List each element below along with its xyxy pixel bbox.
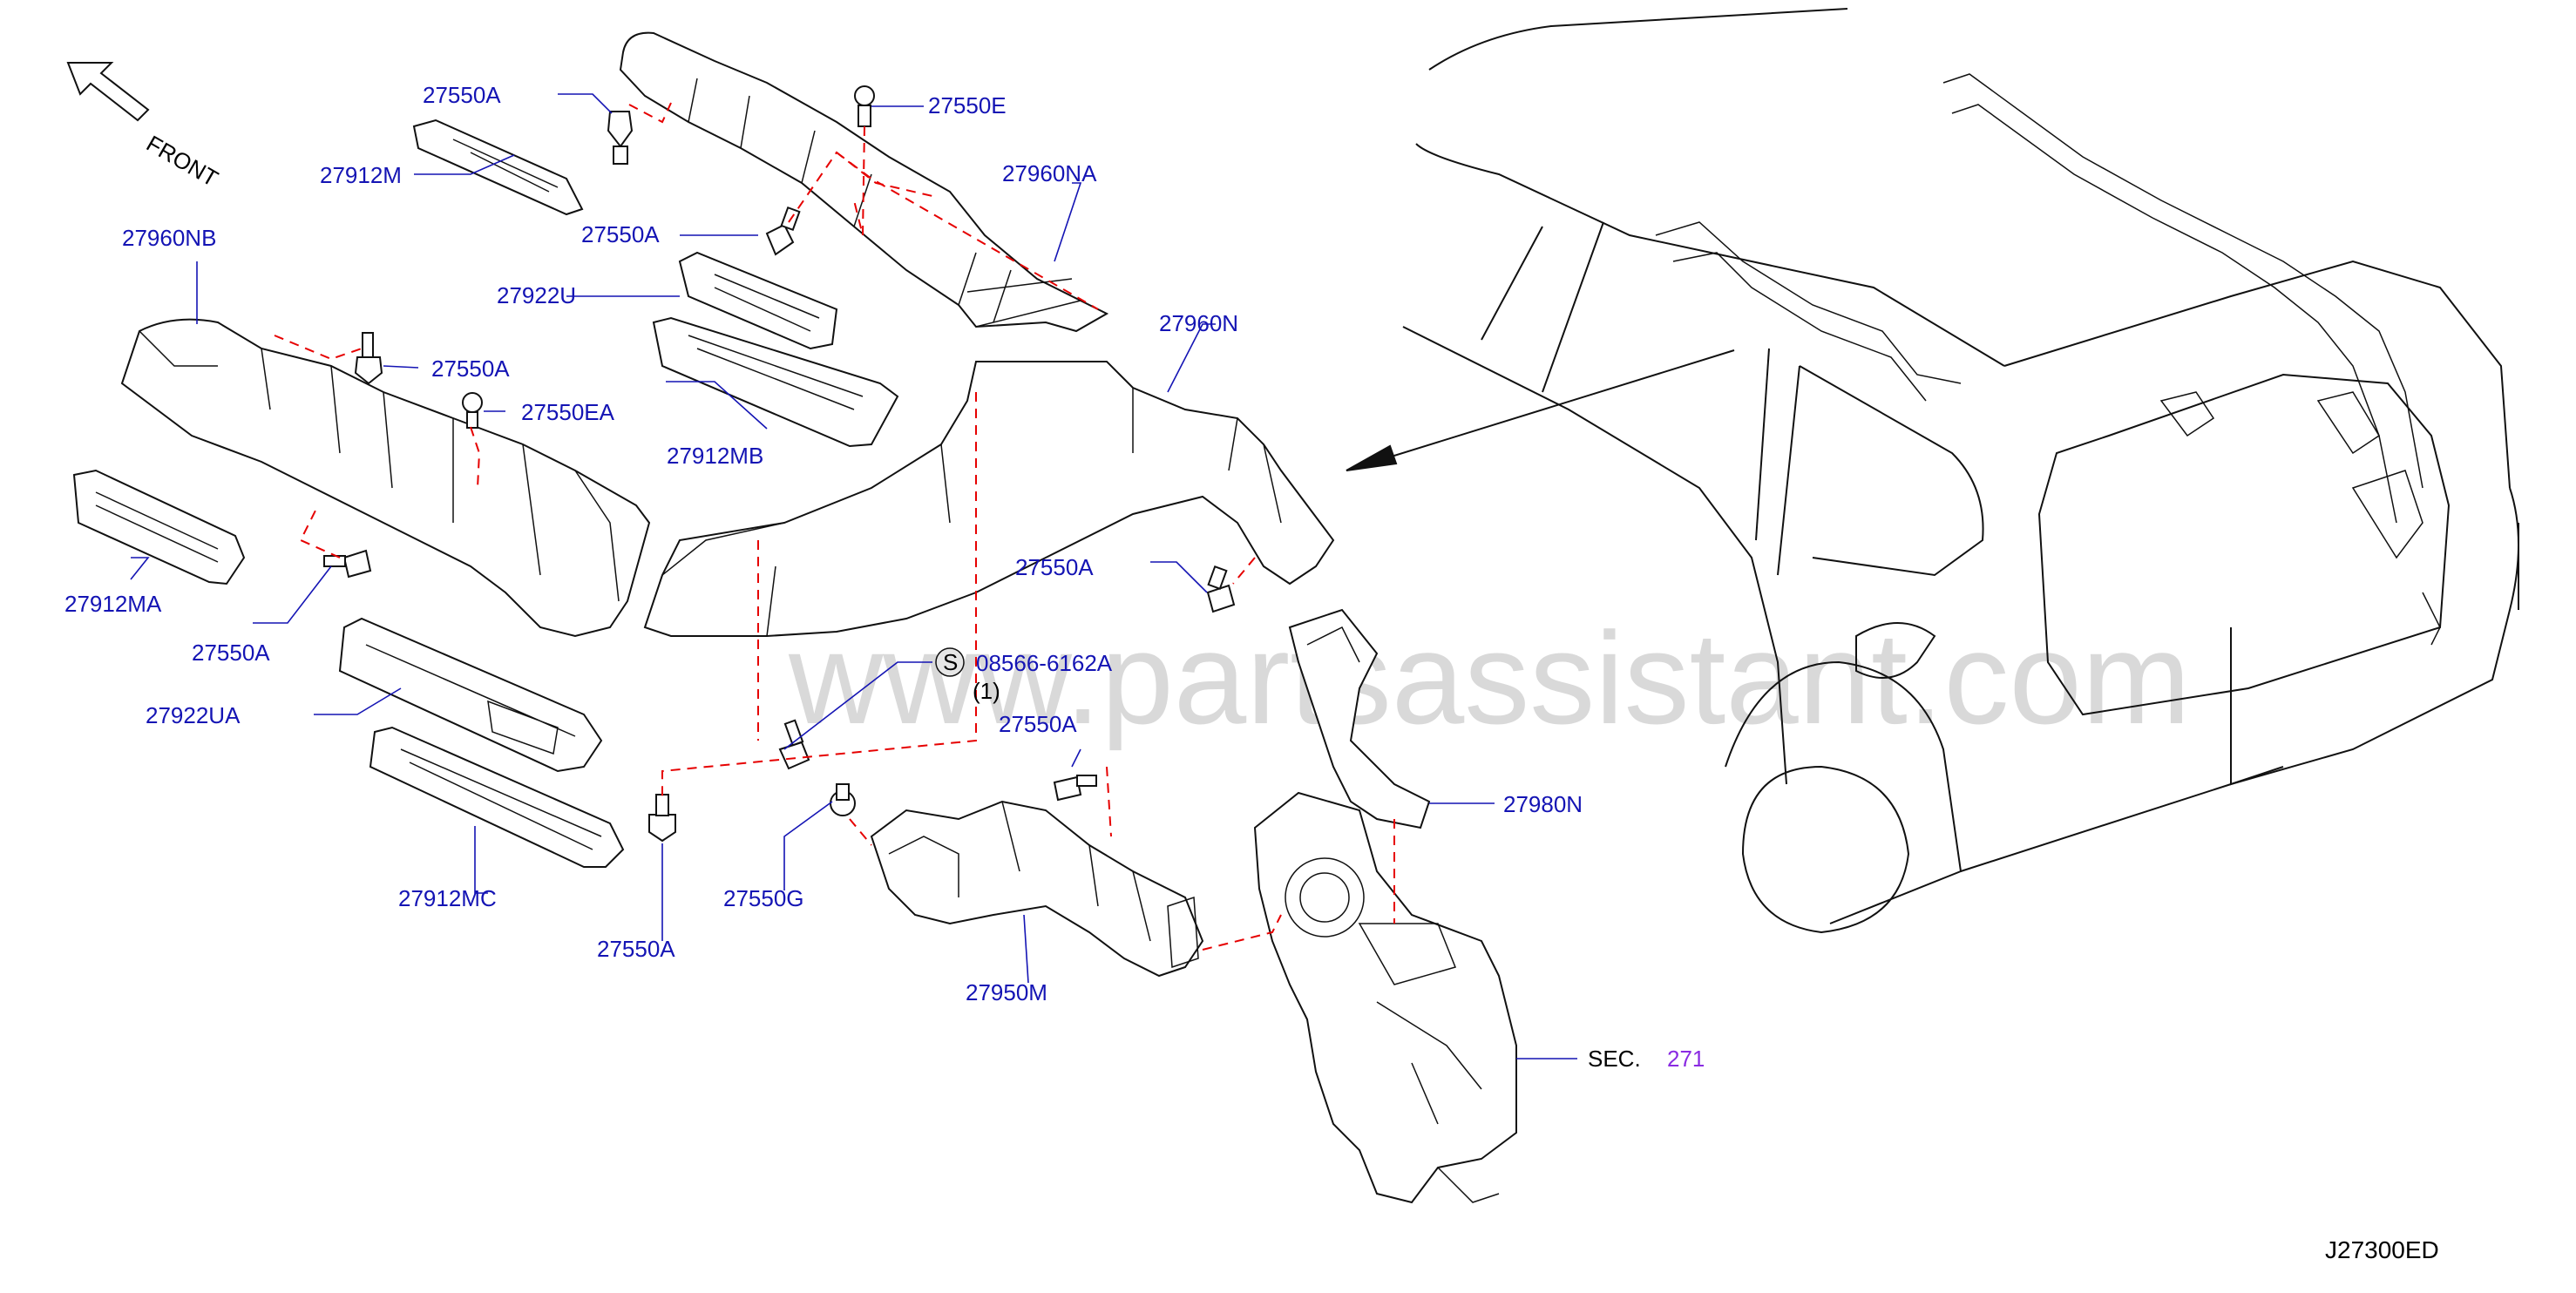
label-27960na: 27960NA <box>1002 160 1097 186</box>
label-27550a-4: 27550A <box>1015 554 1094 580</box>
label-27912mb: 27912MB <box>667 443 763 469</box>
screw-symbol-icon <box>935 647 965 677</box>
duct-27960n <box>643 361 1335 637</box>
leader-lines <box>130 93 1577 1059</box>
grille-27912mc <box>369 726 625 868</box>
label-27550a-3: 27550A <box>431 355 510 382</box>
label-27922ua: 27922UA <box>146 702 241 728</box>
label-27550ea: 27550EA <box>521 399 615 425</box>
clip-27550e <box>854 85 875 127</box>
diagram-code: J27300ED <box>2325 1236 2439 1263</box>
grille-27912mb <box>652 316 899 448</box>
front-label: FRONT <box>142 130 223 192</box>
grille-27912m <box>412 118 584 216</box>
grille-27912ma <box>72 469 246 586</box>
label-27550e: 27550E <box>928 92 1007 118</box>
register-27922u <box>678 251 838 350</box>
front-arrow-icon <box>66 62 150 122</box>
label-27912ma: 27912MA <box>64 591 162 617</box>
label-27912mc: 27912MC <box>398 885 497 911</box>
label-27960nb: 27960NB <box>122 225 216 251</box>
clip-27550a-top <box>607 111 634 165</box>
label-27912m: 27912M <box>320 162 402 188</box>
label-27550a-5: 27550A <box>192 640 270 666</box>
clip-27550a-bottom <box>648 794 676 843</box>
assembly-lines <box>274 102 1395 951</box>
blower-unit <box>1253 791 1517 1204</box>
label-27550a-1: 27550A <box>423 82 501 108</box>
label-27980n: 27980N <box>1503 791 1583 817</box>
label-27550g: 27550G <box>723 885 804 911</box>
sec-number: 271 <box>1667 1046 1705 1072</box>
clip-27550a-nb <box>354 332 383 385</box>
duct-27960nb <box>120 318 651 638</box>
label-27922u: 27922U <box>497 282 576 308</box>
location-arrow-icon <box>1346 349 1735 471</box>
duct-27980n <box>1288 608 1431 829</box>
sec-label: SEC. <box>1588 1046 1641 1072</box>
label-27960n: 27960N <box>1159 310 1238 336</box>
clip-27550a-lower <box>1053 775 1097 802</box>
label-27550a-2: 27550A <box>581 221 660 247</box>
label-27550a-6: 27550A <box>999 711 1077 737</box>
label-27950m: 27950M <box>966 979 1047 1005</box>
watermark: www.partsassistant.com <box>788 605 2191 751</box>
screw-symbol-text: S <box>943 649 958 675</box>
screw-quantity: (1) <box>973 678 1000 704</box>
vehicle-outline <box>1402 8 2519 934</box>
duct-27950m <box>870 800 1204 978</box>
clip-27550a-right <box>1206 565 1236 613</box>
clip-27550a-left <box>323 549 372 579</box>
register-27922ua <box>338 617 603 773</box>
clip-27550g <box>830 783 856 816</box>
label-27550a-7: 27550A <box>597 936 675 962</box>
label-08566-6162a: 08566-6162A <box>976 650 1113 676</box>
clip-27550a-mid <box>765 206 801 256</box>
clip-27550ea <box>462 392 483 429</box>
